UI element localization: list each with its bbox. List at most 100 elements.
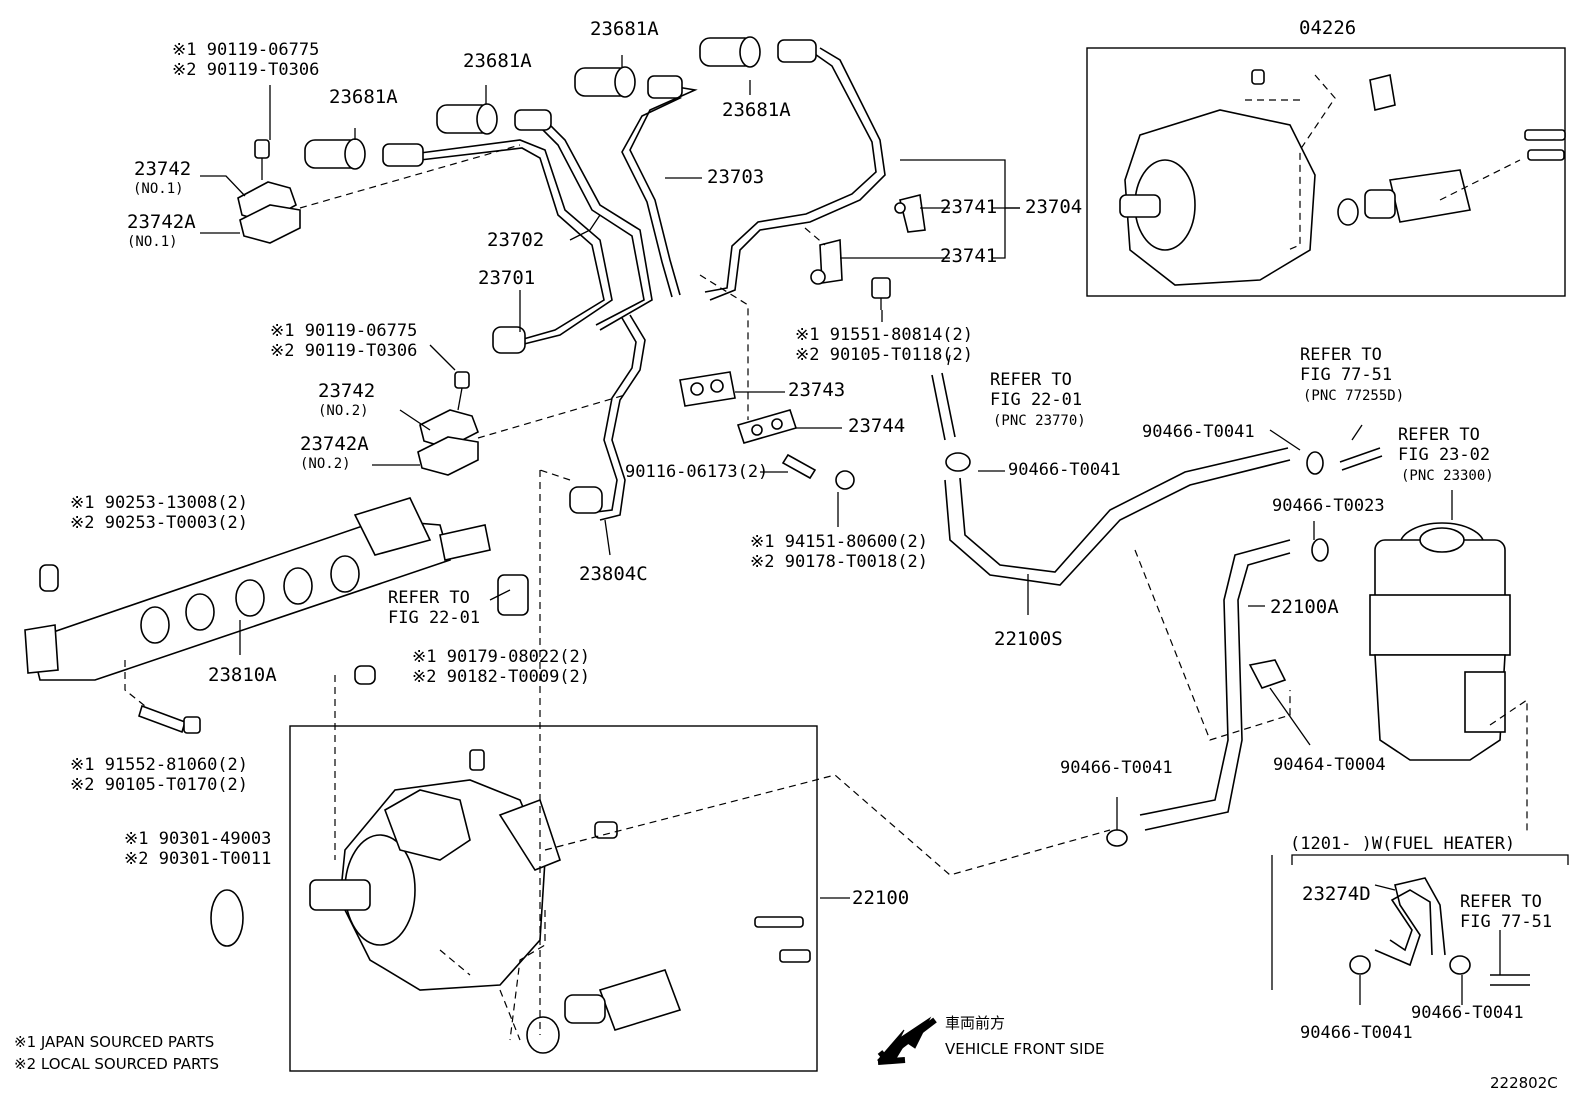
label-23804C: 23804C [579, 563, 648, 585]
fuel-heater-bracket [1271, 854, 1569, 990]
label-23681A: 23681A [590, 18, 659, 40]
clip-90464-T0004: 90464-T0004 [1273, 755, 1386, 775]
ref-91551-80814: ※1 91551-80814(2) [795, 325, 973, 345]
label-22100A: 22100A [1270, 596, 1339, 618]
fuel-hose-23274D[interactable] [1374, 877, 1446, 967]
ref-90116-06173: 90116-06173(2) [625, 462, 768, 482]
clip-90466-T0041: 90466-T0041 [1142, 422, 1255, 442]
clamp-23742-no2[interactable] [417, 371, 479, 476]
label-no2: (NO.2) [318, 403, 369, 419]
pipe-nut [382, 39, 817, 514]
pump-assembly-box-top [1086, 47, 1566, 297]
ref-90178-T0018: ※2 90178-T0018(2) [750, 552, 928, 572]
refer-text: REFER TO [990, 370, 1072, 390]
supply-pump-22100[interactable] [309, 749, 811, 1054]
label-23741: 23741 [940, 196, 997, 218]
vehicle-front-en: VEHICLE FRONT SIDE [945, 1040, 1105, 1058]
refer-text: REFER TO [1300, 345, 1382, 365]
bracket-23741[interactable] [810, 194, 926, 285]
label-no1: (NO.1) [127, 234, 178, 250]
clip-90466-T0041: 90466-T0041 [1411, 1003, 1524, 1023]
refer-text: FIG 77-51 [1300, 365, 1392, 385]
ref-90253-T0003: ※2 90253-T0003(2) [70, 513, 248, 533]
common-rail-23810A[interactable] [24, 497, 491, 681]
label-23681A: 23681A [329, 86, 398, 108]
injection-pipe-23702[interactable] [539, 119, 653, 331]
fuel-hose-22100S[interactable] [944, 447, 1291, 586]
refer-text: FIG 23-02 [1398, 445, 1490, 465]
label-23741: 23741 [940, 245, 997, 267]
ref-90301-49003: ※1 90301-49003 [124, 829, 271, 849]
fuel-heater-note: (1201- )W(FUEL HEATER) [1290, 834, 1515, 854]
o-ring[interactable] [210, 889, 244, 947]
label-23681A: 23681A [722, 99, 791, 121]
label-23742: 23742 [134, 158, 191, 180]
ref-90301-T0011: ※2 90301-T0011 [124, 849, 271, 869]
figure-code: 222802C [1490, 1074, 1558, 1092]
refer-hose-end [497, 574, 529, 616]
hose-clip[interactable] [945, 451, 1471, 975]
label-23743: 23743 [788, 379, 845, 401]
grommet-23681A[interactable] [304, 36, 761, 170]
vehicle-front-jp: 車両前方 [945, 1014, 1005, 1032]
fuel-hose-22100A[interactable] [1139, 539, 1291, 831]
label-04226: 04226 [1299, 17, 1356, 39]
ref-90182-T0009: ※2 90182-T0009(2) [412, 667, 590, 687]
clamp-23744[interactable] [736, 409, 798, 444]
ref-91552-81060: ※1 91552-81060(2) [70, 755, 248, 775]
legend-local: ※2 LOCAL SOURCED PARTS [14, 1055, 219, 1073]
label-23742A: 23742A [300, 433, 369, 455]
clip-90466-T0041: 90466-T0041 [1300, 1023, 1413, 1043]
ref-90179-08022: ※1 90179-08022(2) [412, 647, 590, 667]
ref-90119-T0306: ※2 90119-T0306 [270, 341, 417, 361]
clamp-23742-no1[interactable] [237, 139, 301, 244]
ref-90119-06775: ※1 90119-06775 [172, 40, 319, 60]
label-23681A: 23681A [463, 50, 532, 72]
fuel-line-pipe [931, 372, 1530, 986]
injection-pipe-23703[interactable] [621, 84, 698, 298]
refer-text: FIG 77-51 [1460, 912, 1552, 932]
leader-lines [200, 55, 1501, 1005]
label-23701: 23701 [478, 267, 535, 289]
refer-text: (PNC 23300) [1401, 468, 1494, 484]
dashed-guide-lines [124, 74, 1528, 1041]
injection-pipe-23804C[interactable] [595, 314, 646, 521]
label-no1: (NO.1) [133, 181, 184, 197]
injection-pipe-23701[interactable] [419, 139, 613, 346]
bolt [39, 277, 891, 734]
supply-pump-top [1119, 69, 1566, 286]
refer-text: REFER TO [388, 588, 470, 608]
refer-text: (PNC 77255D) [1303, 388, 1404, 404]
label-23742: 23742 [318, 380, 375, 402]
vehicle-front-arrow-icon [877, 1017, 937, 1065]
pump-assembly-box-bottom [289, 725, 818, 1072]
clip-90466-T0041: 90466-T0041 [1008, 460, 1121, 480]
ref-90119-06775: ※1 90119-06775 [270, 321, 417, 341]
ref-90253-13008: ※1 90253-13008(2) [70, 493, 248, 513]
fuel-filter [1369, 522, 1511, 761]
ref-90105-T0118: ※2 90105-T0118(2) [795, 345, 973, 365]
refer-text: REFER TO [1398, 425, 1480, 445]
clamp-23743[interactable] [679, 371, 736, 407]
label-22100: 22100 [852, 887, 909, 909]
label-no2: (NO.2) [300, 456, 351, 472]
label-23744: 23744 [848, 415, 905, 437]
injection-pipe-23704[interactable] [704, 47, 886, 301]
label-23742A: 23742A [127, 211, 196, 233]
refer-text: FIG 22-01 [388, 608, 480, 628]
ref-90119-T0306: ※2 90119-T0306 [172, 60, 319, 80]
label-23703: 23703 [707, 166, 764, 188]
ref-90105-T0170: ※2 90105-T0170(2) [70, 775, 248, 795]
ref-94151-80600: ※1 94151-80600(2) [750, 532, 928, 552]
label-23704: 23704 [1025, 196, 1082, 218]
refer-text: REFER TO [1460, 892, 1542, 912]
refer-text: FIG 22-01 [990, 390, 1082, 410]
refer-text: (PNC 23770) [993, 413, 1086, 429]
label-23810A: 23810A [208, 664, 277, 686]
label-23274D: 23274D [1302, 883, 1371, 905]
legend-japan: ※1 JAPAN SOURCED PARTS [14, 1033, 214, 1051]
label-23702: 23702 [487, 229, 544, 251]
clip-90466-T0041: 90466-T0041 [1060, 758, 1173, 778]
clip-90466-T0023: 90466-T0023 [1272, 496, 1385, 516]
